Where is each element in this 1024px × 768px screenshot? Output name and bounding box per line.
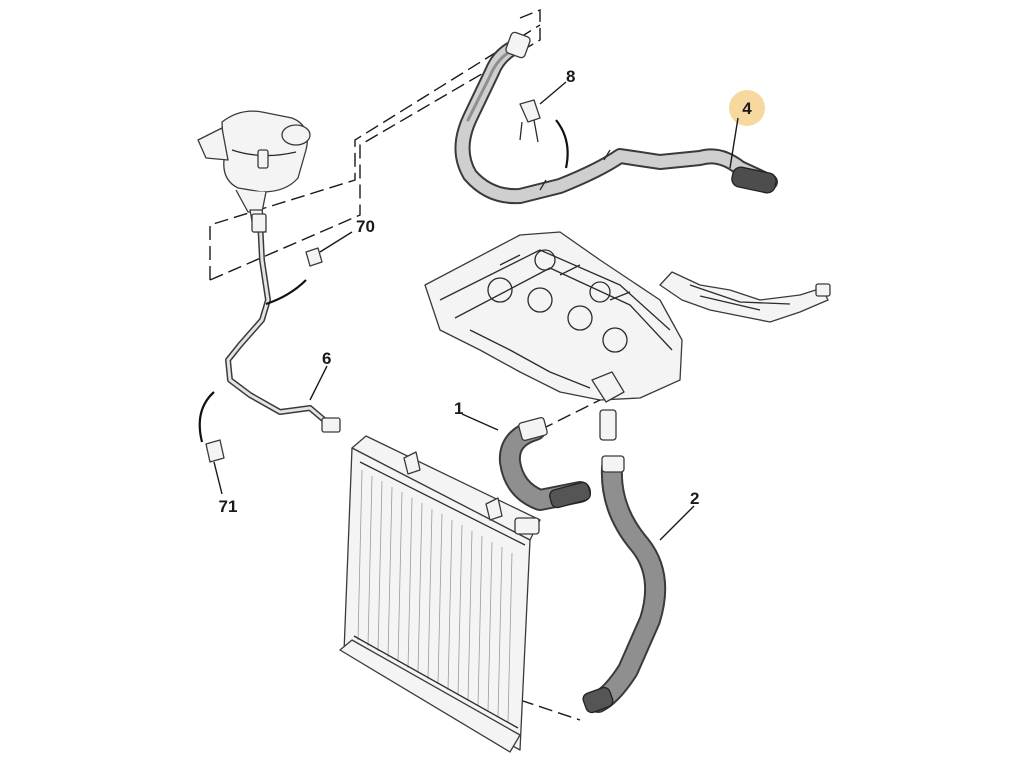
- clip-8: [519, 99, 569, 169]
- callout-2: 2: [690, 489, 699, 508]
- callout-1: 1: [454, 399, 463, 418]
- callout-70: 70: [356, 217, 375, 236]
- hose-2: [582, 409, 667, 714]
- leader-lines: [213, 81, 739, 541]
- clip-71: [198, 391, 225, 463]
- callout-4: 4: [742, 99, 752, 118]
- radiator: [339, 435, 541, 753]
- cylinder-head: [424, 231, 683, 403]
- radiator-fins: [357, 469, 513, 724]
- hose-4: [454, 31, 778, 205]
- expansion-tank: [197, 110, 311, 233]
- bleed-hose-6: [225, 213, 341, 433]
- callout-71: 71: [219, 497, 238, 516]
- callout-4-highlight: [729, 90, 765, 126]
- outlet-pipe: [659, 271, 831, 323]
- clip-70: [265, 247, 323, 306]
- hose-1: [498, 416, 591, 511]
- callout-8: 8: [566, 67, 575, 86]
- callout-6: 6: [322, 349, 331, 368]
- dashed-group-frame: [209, 8, 541, 281]
- dashed-connectors: [519, 399, 611, 721]
